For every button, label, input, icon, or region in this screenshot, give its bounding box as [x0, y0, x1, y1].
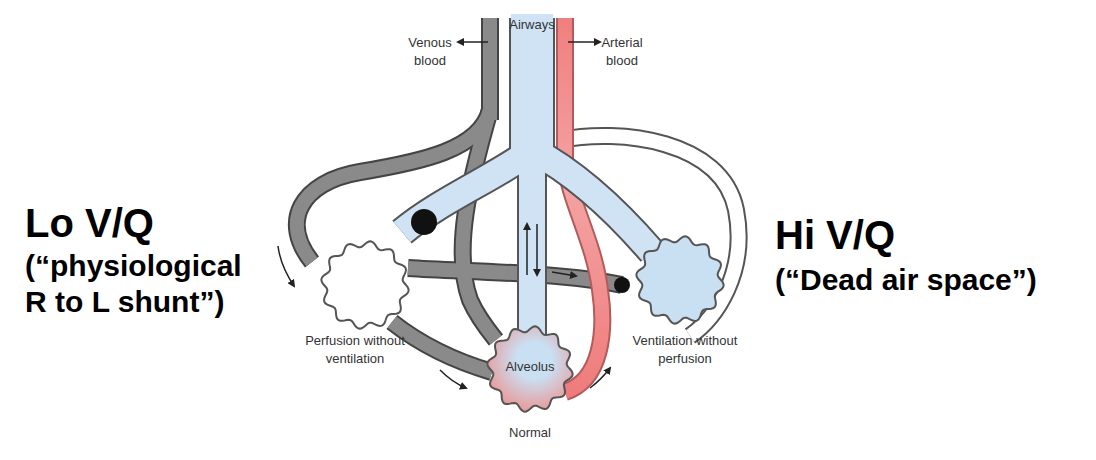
- alveolus-node: AlveolusNormal: [485, 325, 575, 413]
- flow-arrow: [590, 368, 610, 388]
- node-label: Normal: [485, 424, 575, 442]
- venous-exit: [392, 322, 492, 372]
- venous-exit-outline: [392, 322, 492, 372]
- heading-label: (“Dead air space”): [775, 262, 1085, 298]
- venous-trunk: [483, 18, 497, 120]
- venous-branch: [463, 110, 496, 340]
- annotation-label: Airways: [500, 16, 564, 34]
- node-label: Perfusion without ventilation: [290, 332, 420, 368]
- node-label: Alveolus: [485, 358, 575, 376]
- arterial-arrow: [568, 41, 600, 43]
- flow-arrow: [440, 370, 466, 388]
- airway-center: [519, 150, 545, 350]
- alveolus-outline: [320, 240, 410, 330]
- heading-label: (“physiological R to L shunt”): [25, 248, 257, 320]
- heading-label: Hi V/Q: [775, 212, 975, 258]
- air-out-arrow: [536, 224, 538, 275]
- annotation-label: Arterial blood: [592, 34, 652, 70]
- airway-right: [532, 150, 652, 252]
- alveolus-shape: [321, 241, 408, 328]
- flow-arrow: [278, 246, 294, 286]
- alveolus-shape: [636, 236, 723, 323]
- flow-arrows: [278, 42, 610, 388]
- vessel-plug: [614, 277, 630, 293]
- alveolus-outline: [635, 235, 725, 325]
- venous-arrow: [458, 41, 488, 43]
- airway-plug: [411, 209, 437, 235]
- venous-trunk-outline: [481, 18, 499, 120]
- air-in-arrow: [526, 224, 528, 275]
- annotation-label: Venous blood: [400, 34, 460, 70]
- airway-trunk: [511, 14, 553, 165]
- alveolus-node: Ventilation without perfusion: [635, 235, 725, 325]
- flow-arrow: [552, 272, 576, 276]
- heading-label: Lo V/Q: [25, 200, 285, 246]
- node-label: Ventilation without perfusion: [620, 332, 750, 368]
- airway-right-outline: [532, 150, 652, 252]
- alveolus-node: Perfusion without ventilation: [320, 240, 410, 330]
